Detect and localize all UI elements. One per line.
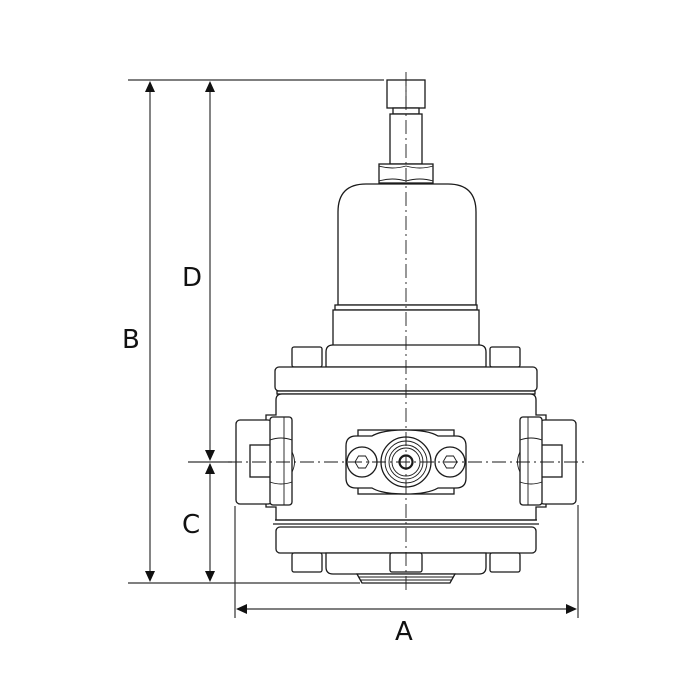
dimension-label-a: A [395,617,413,647]
centerlines [228,72,586,592]
outlet-port-right [517,416,577,506]
inlet-port-left [235,416,295,506]
dimension-label-b: B [122,325,140,355]
dimension-lines [128,79,579,618]
dimension-label-d: D [182,263,202,293]
dimension-label-c: C [182,510,200,540]
